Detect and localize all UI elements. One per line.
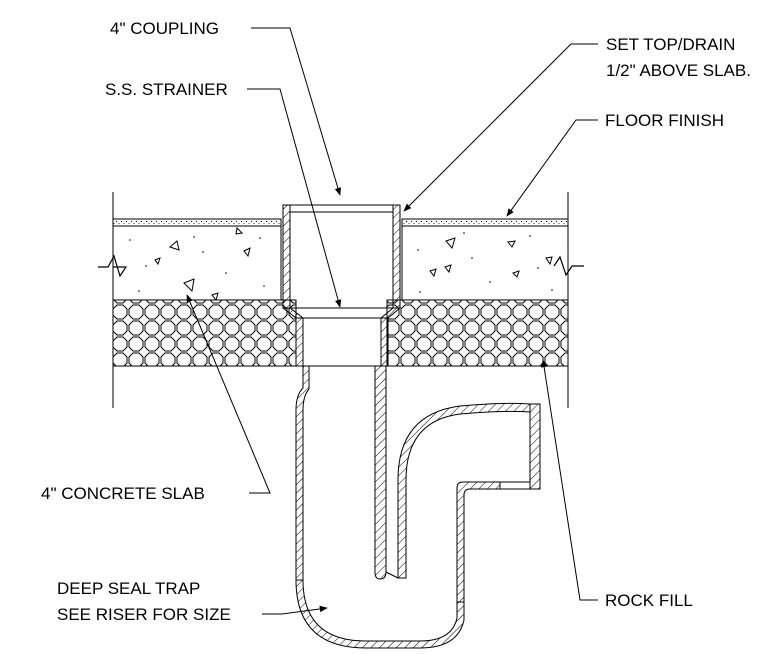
floor-finish-layer-left bbox=[112, 218, 282, 227]
leader-lines bbox=[186, 27, 598, 615]
break-line-right bbox=[553, 255, 584, 277]
set-top-leader bbox=[403, 43, 598, 212]
floor-finish-leader bbox=[506, 119, 598, 217]
deep-seal-trap bbox=[295, 365, 541, 649]
coupling-wall-right bbox=[392, 204, 401, 309]
trap-inlet-wall-left bbox=[295, 365, 310, 581]
concrete-dots bbox=[129, 232, 553, 293]
rock-fill-label: ROCK FILL bbox=[605, 591, 693, 610]
strainer-label: S.S. STRAINER bbox=[105, 80, 228, 99]
concrete-slab-right bbox=[401, 225, 569, 301]
rock-fill-left bbox=[112, 299, 297, 367]
coupling-leader bbox=[251, 27, 342, 196]
set-top-label-line2: 1/2" ABOVE SLAB. bbox=[606, 61, 751, 80]
break-line-left bbox=[98, 254, 128, 278]
strainer-wall-left bbox=[295, 317, 304, 367]
trap-outlet-hub bbox=[529, 403, 541, 490]
trap-u-bend-outer bbox=[295, 579, 465, 649]
set-top-label-line1: SET TOP/DRAIN bbox=[606, 35, 735, 54]
trap-riser-wall bbox=[456, 481, 501, 603]
concrete-slab-label: 4" CONCRETE SLAB bbox=[41, 484, 205, 503]
trap-label-line2: SEE RISER FOR SIZE bbox=[57, 605, 231, 624]
floor-slab-section bbox=[98, 192, 584, 408]
rock-fill-leader bbox=[540, 359, 598, 601]
concrete-aggregate-marks bbox=[154, 226, 553, 302]
floor-finish-layer-right bbox=[401, 218, 569, 227]
floor-finish-label: FLOOR FINISH bbox=[605, 111, 724, 130]
trap-leader bbox=[262, 605, 328, 615]
coupling-label: 4" COUPLING bbox=[110, 19, 219, 38]
rock-fill-right bbox=[386, 299, 569, 367]
coupling-wall-left bbox=[282, 204, 291, 309]
concrete-slab-left bbox=[112, 225, 282, 301]
trap-inner-leg bbox=[374, 365, 387, 580]
strainer-wall-right bbox=[380, 317, 389, 367]
drain-body bbox=[281, 204, 402, 367]
strainer-leader bbox=[247, 88, 342, 308]
trap-label-line1: DEEP SEAL TRAP bbox=[57, 579, 200, 598]
concrete-slab-leader bbox=[186, 294, 271, 494]
